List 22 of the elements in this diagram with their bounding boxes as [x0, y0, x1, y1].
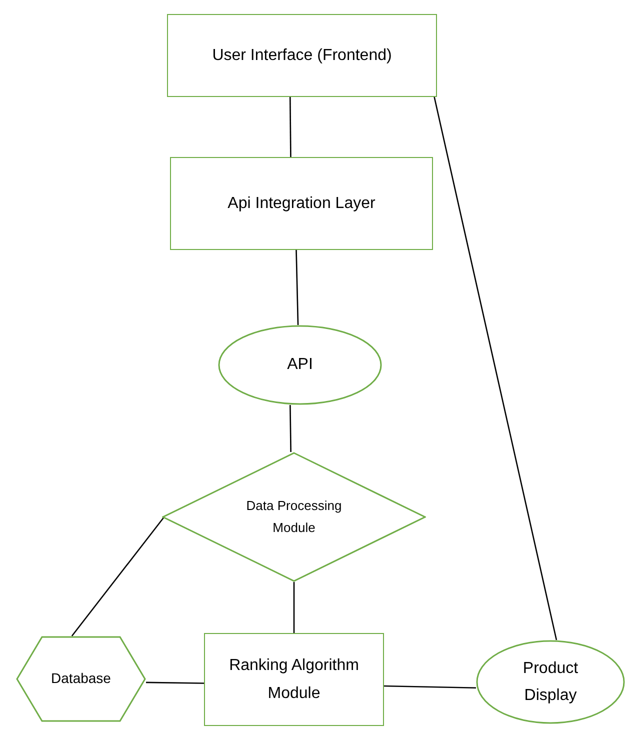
decision-diamond	[162, 452, 426, 582]
node-label: Data Processing Module	[245, 496, 343, 537]
connector-line	[290, 405, 292, 452]
process-box	[204, 633, 384, 726]
node-label: User Interface (Frontend)	[212, 46, 392, 66]
connector-line	[293, 582, 295, 633]
connector-line	[434, 96, 558, 640]
ellipse-node	[476, 640, 625, 724]
node-label: Product Display	[522, 658, 580, 706]
connector-line	[296, 250, 299, 326]
node-label: API	[287, 355, 313, 376]
connector-line	[71, 516, 165, 636]
node-label: Ranking Algorithm Module	[228, 656, 360, 704]
process-box	[167, 14, 437, 97]
node-label: Api Integration Layer	[228, 194, 376, 214]
ellipse-node	[218, 325, 382, 405]
node-label: Database	[51, 669, 111, 688]
hexagon-node	[16, 636, 146, 722]
connector-line	[146, 682, 204, 684]
connector-line	[289, 97, 292, 157]
connector-line	[384, 685, 476, 689]
process-box	[170, 157, 433, 250]
